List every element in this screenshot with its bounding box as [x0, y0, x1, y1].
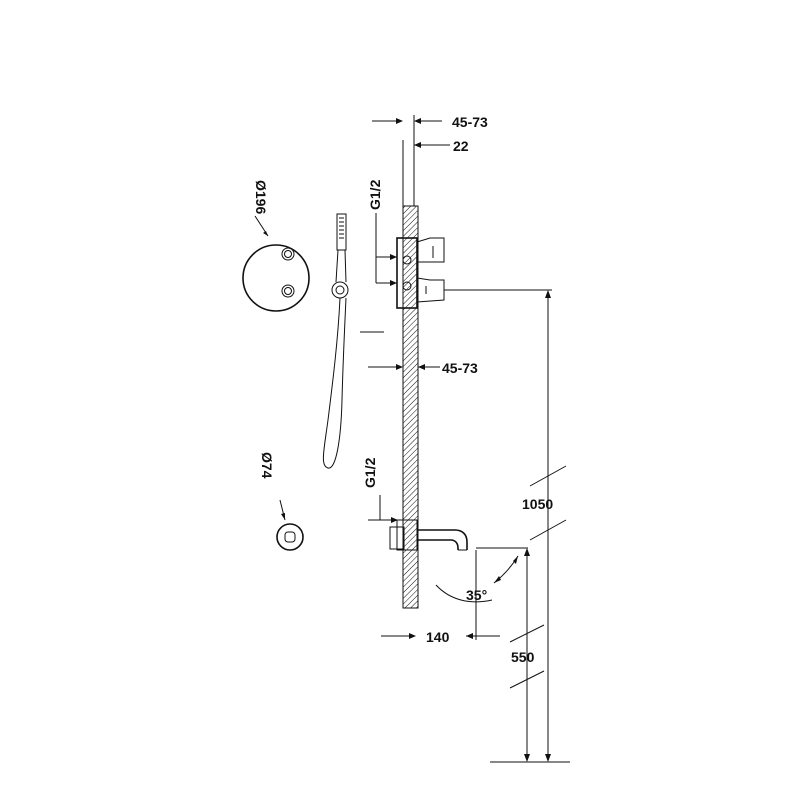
diameter-74-label: Ø74 — [259, 452, 275, 479]
hand-shower — [322, 213, 349, 469]
g12-bottom-dim — [368, 495, 398, 523]
wall-dimension-lines — [372, 115, 450, 206]
dim-550 — [509, 548, 545, 762]
dim-45-73-top-label: 45-73 — [452, 114, 488, 130]
wall-section — [402, 205, 419, 609]
g12-top-label: G1/2 — [367, 179, 383, 210]
dim-1050-label: 1050 — [522, 496, 553, 512]
thermostat-plate — [242, 215, 310, 312]
diverter-plate — [276, 499, 304, 551]
angle-35-dim — [435, 550, 519, 640]
thermostat-body — [396, 237, 552, 309]
dim-140-label: 140 — [426, 629, 450, 645]
dim-45-73-mid-label: 45-73 — [442, 360, 478, 376]
g12-top-dim — [375, 213, 397, 286]
g12-bottom-label: G1/2 — [362, 457, 378, 488]
dim-550-label: 550 — [511, 649, 535, 665]
dim-140 — [381, 633, 500, 639]
dim-22-label: 22 — [453, 138, 469, 154]
angle-35-label: 35° — [466, 587, 487, 603]
dim-1050 — [529, 290, 567, 762]
bath-spout — [389, 519, 528, 551]
diameter-196-label: Ø196 — [253, 180, 269, 214]
dim-45-73-mid — [360, 331, 440, 372]
